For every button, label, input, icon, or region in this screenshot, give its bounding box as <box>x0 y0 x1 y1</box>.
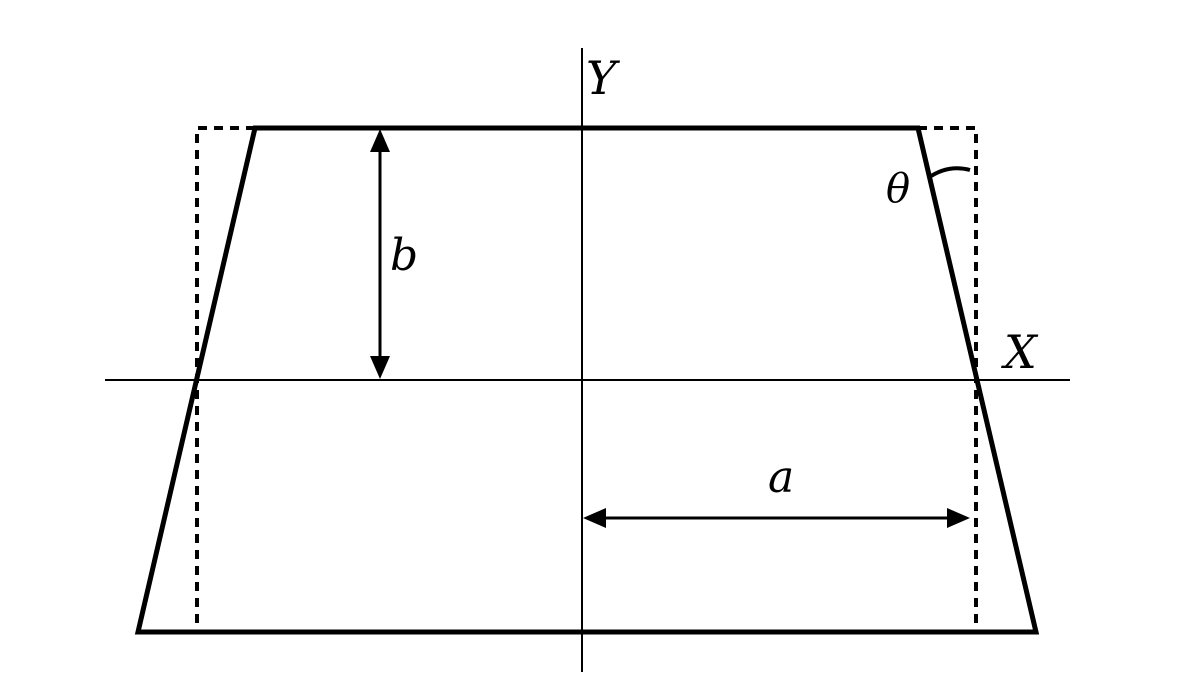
angle-theta-arc <box>926 166 971 180</box>
dimension-b-arrow-top <box>370 129 390 152</box>
x-axis-label: X <box>1001 325 1039 379</box>
dimension-a-label: a <box>768 452 794 503</box>
angle-theta-label: θ <box>886 166 910 212</box>
dimension-a-arrow-left <box>583 508 606 528</box>
trapezoid <box>134 125 1040 635</box>
dimension-b-arrow-bottom <box>370 356 390 379</box>
y-axis-label: Y <box>586 51 621 105</box>
original-rectangle-top-right <box>918 126 978 632</box>
dimension-b-label: b <box>390 230 418 281</box>
dimension-a-arrow-right <box>947 508 970 528</box>
original-rectangle-top-left <box>195 126 255 632</box>
